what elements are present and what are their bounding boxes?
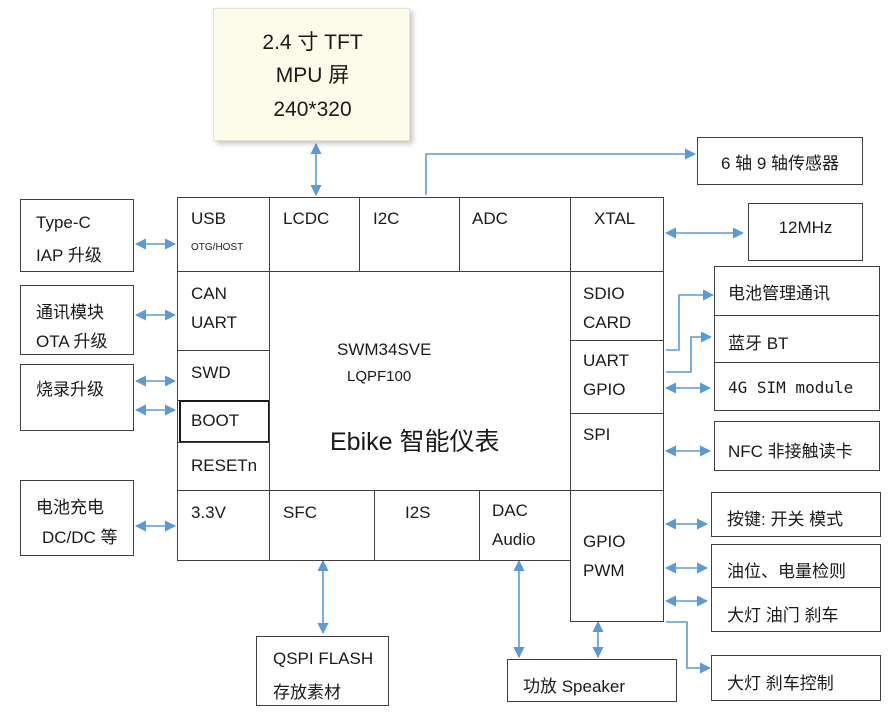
typec-line2: IAP 升级 <box>36 246 102 265</box>
block-lamp: 大灯 油门 刹车 <box>711 587 881 632</box>
cell-adc <box>459 197 571 272</box>
oil-text: 油位、电量检则 <box>727 562 846 581</box>
cell-33v <box>177 490 270 561</box>
lamp-ctrl-text: 大灯 刹车控制 <box>727 674 834 693</box>
label-sfc: SFC <box>283 503 317 522</box>
block-bt: 蓝牙 BT <box>714 315 880 363</box>
osc-text: 12MHz <box>778 218 833 237</box>
label-adc: ADC <box>472 209 508 228</box>
label-xtal: XTAL <box>594 209 636 228</box>
label-uart-right: UART <box>583 351 629 370</box>
cell-resetn <box>177 442 270 491</box>
label-gpio-right: GPIO <box>583 380 626 399</box>
cell-core <box>269 271 571 491</box>
label-gpio-bottom: GPIO <box>583 532 626 551</box>
block-keys: 按键: 开关 模式 <box>711 492 881 537</box>
label-33v: 3.3V <box>191 503 226 522</box>
cell-sfc <box>269 490 375 561</box>
bt-text: 蓝牙 BT <box>728 334 789 353</box>
label-dac: DAC <box>492 501 528 520</box>
nfc-text: NFC 非接触读卡 <box>728 442 853 461</box>
arrow-uart-bt <box>666 331 713 373</box>
sim-text: 4G SIM module <box>728 378 854 397</box>
cell-boot <box>179 400 270 443</box>
cell-gpio-pwm <box>570 490 664 622</box>
label-spi: SPI <box>583 425 611 444</box>
label-card: CARD <box>583 313 632 332</box>
label-lcdc: LCDC <box>283 209 330 228</box>
display-resolution-text: 240*320 <box>273 97 352 121</box>
charge-line2: DC/DC 等 <box>42 528 118 547</box>
label-i2s: I2S <box>405 503 431 522</box>
arrow-i2c-sensor <box>425 148 697 195</box>
arrow-uart-bms <box>666 289 715 351</box>
comm-line1: 通讯模块 <box>36 303 104 322</box>
cell-lcdc <box>269 197 360 272</box>
bms-text: 电池管理通讯 <box>728 284 830 303</box>
cell-xtal <box>570 197 664 272</box>
label-pwm: PWM <box>583 561 625 580</box>
block-qspi-flash: QSPI FLASH 存放素材 <box>256 636 389 706</box>
cell-can-uart <box>177 271 270 351</box>
label-usb-sub: OTG/HOST <box>191 242 244 253</box>
typec-line1: Type-C <box>36 213 91 232</box>
block-comm-module: 通讯模块 OTA 升级 <box>20 285 134 355</box>
label-boot: BOOT <box>191 411 240 430</box>
block-12mhz: 12MHz <box>748 203 863 261</box>
label-uart-left: UART <box>191 313 237 332</box>
chip-package: LQPF100 <box>347 368 412 385</box>
cell-i2s <box>374 490 480 561</box>
block-typec: Type-C IAP 升级 <box>20 199 134 272</box>
keys-text: 按键: 开关 模式 <box>727 510 844 529</box>
block-bms: 电池管理通讯 <box>714 266 880 316</box>
chip-title: Ebike 智能仪表 <box>330 428 500 456</box>
label-resetn: RESETn <box>191 456 258 475</box>
comm-line2: OTA 升级 <box>36 332 108 351</box>
label-sdio: SDIO <box>583 284 625 303</box>
charge-line1: 电池充电 <box>36 498 104 517</box>
label-swd: SWD <box>191 363 231 382</box>
label-usb: USB <box>191 209 226 228</box>
label-audio: Audio <box>492 530 536 549</box>
lamp-text: 大灯 油门 刹车 <box>727 606 839 625</box>
block-nfc: NFC 非接触读卡 <box>714 421 880 471</box>
label-can: CAN <box>191 284 227 303</box>
cell-dac <box>479 490 571 561</box>
block-lamp-ctrl: 大灯 刹车控制 <box>711 655 881 701</box>
display-type-text: MPU 屏 <box>275 63 350 87</box>
flash-line1: QSPI FLASH <box>273 649 374 668</box>
label-i2c: I2C <box>373 209 400 228</box>
block-burn: 烧录升级 <box>20 364 134 431</box>
chip-name: SWM34SVE <box>337 340 432 359</box>
sensor-text: 6 轴 9 轴传感器 <box>720 153 840 173</box>
block-speaker: 功放 Speaker <box>507 659 677 702</box>
tft-display-block: 2.4 寸 TFT MPU 屏 240*320 <box>213 8 410 141</box>
flash-line2: 存放素材 <box>273 683 341 702</box>
cell-spi <box>570 413 664 491</box>
burn-text: 烧录升级 <box>36 380 104 399</box>
block-charge: 电池充电 DC/DC 等 <box>20 480 134 556</box>
block-oil: 油位、电量检则 <box>711 544 881 588</box>
display-size-text: 2.4 寸 TFT <box>262 30 363 54</box>
block-4g-sim: 4G SIM module <box>714 362 880 411</box>
speaker-text: 功放 Speaker <box>523 677 626 696</box>
block-sensor: 6 轴 9 轴传感器 <box>697 137 863 185</box>
cell-sdio <box>570 271 664 341</box>
